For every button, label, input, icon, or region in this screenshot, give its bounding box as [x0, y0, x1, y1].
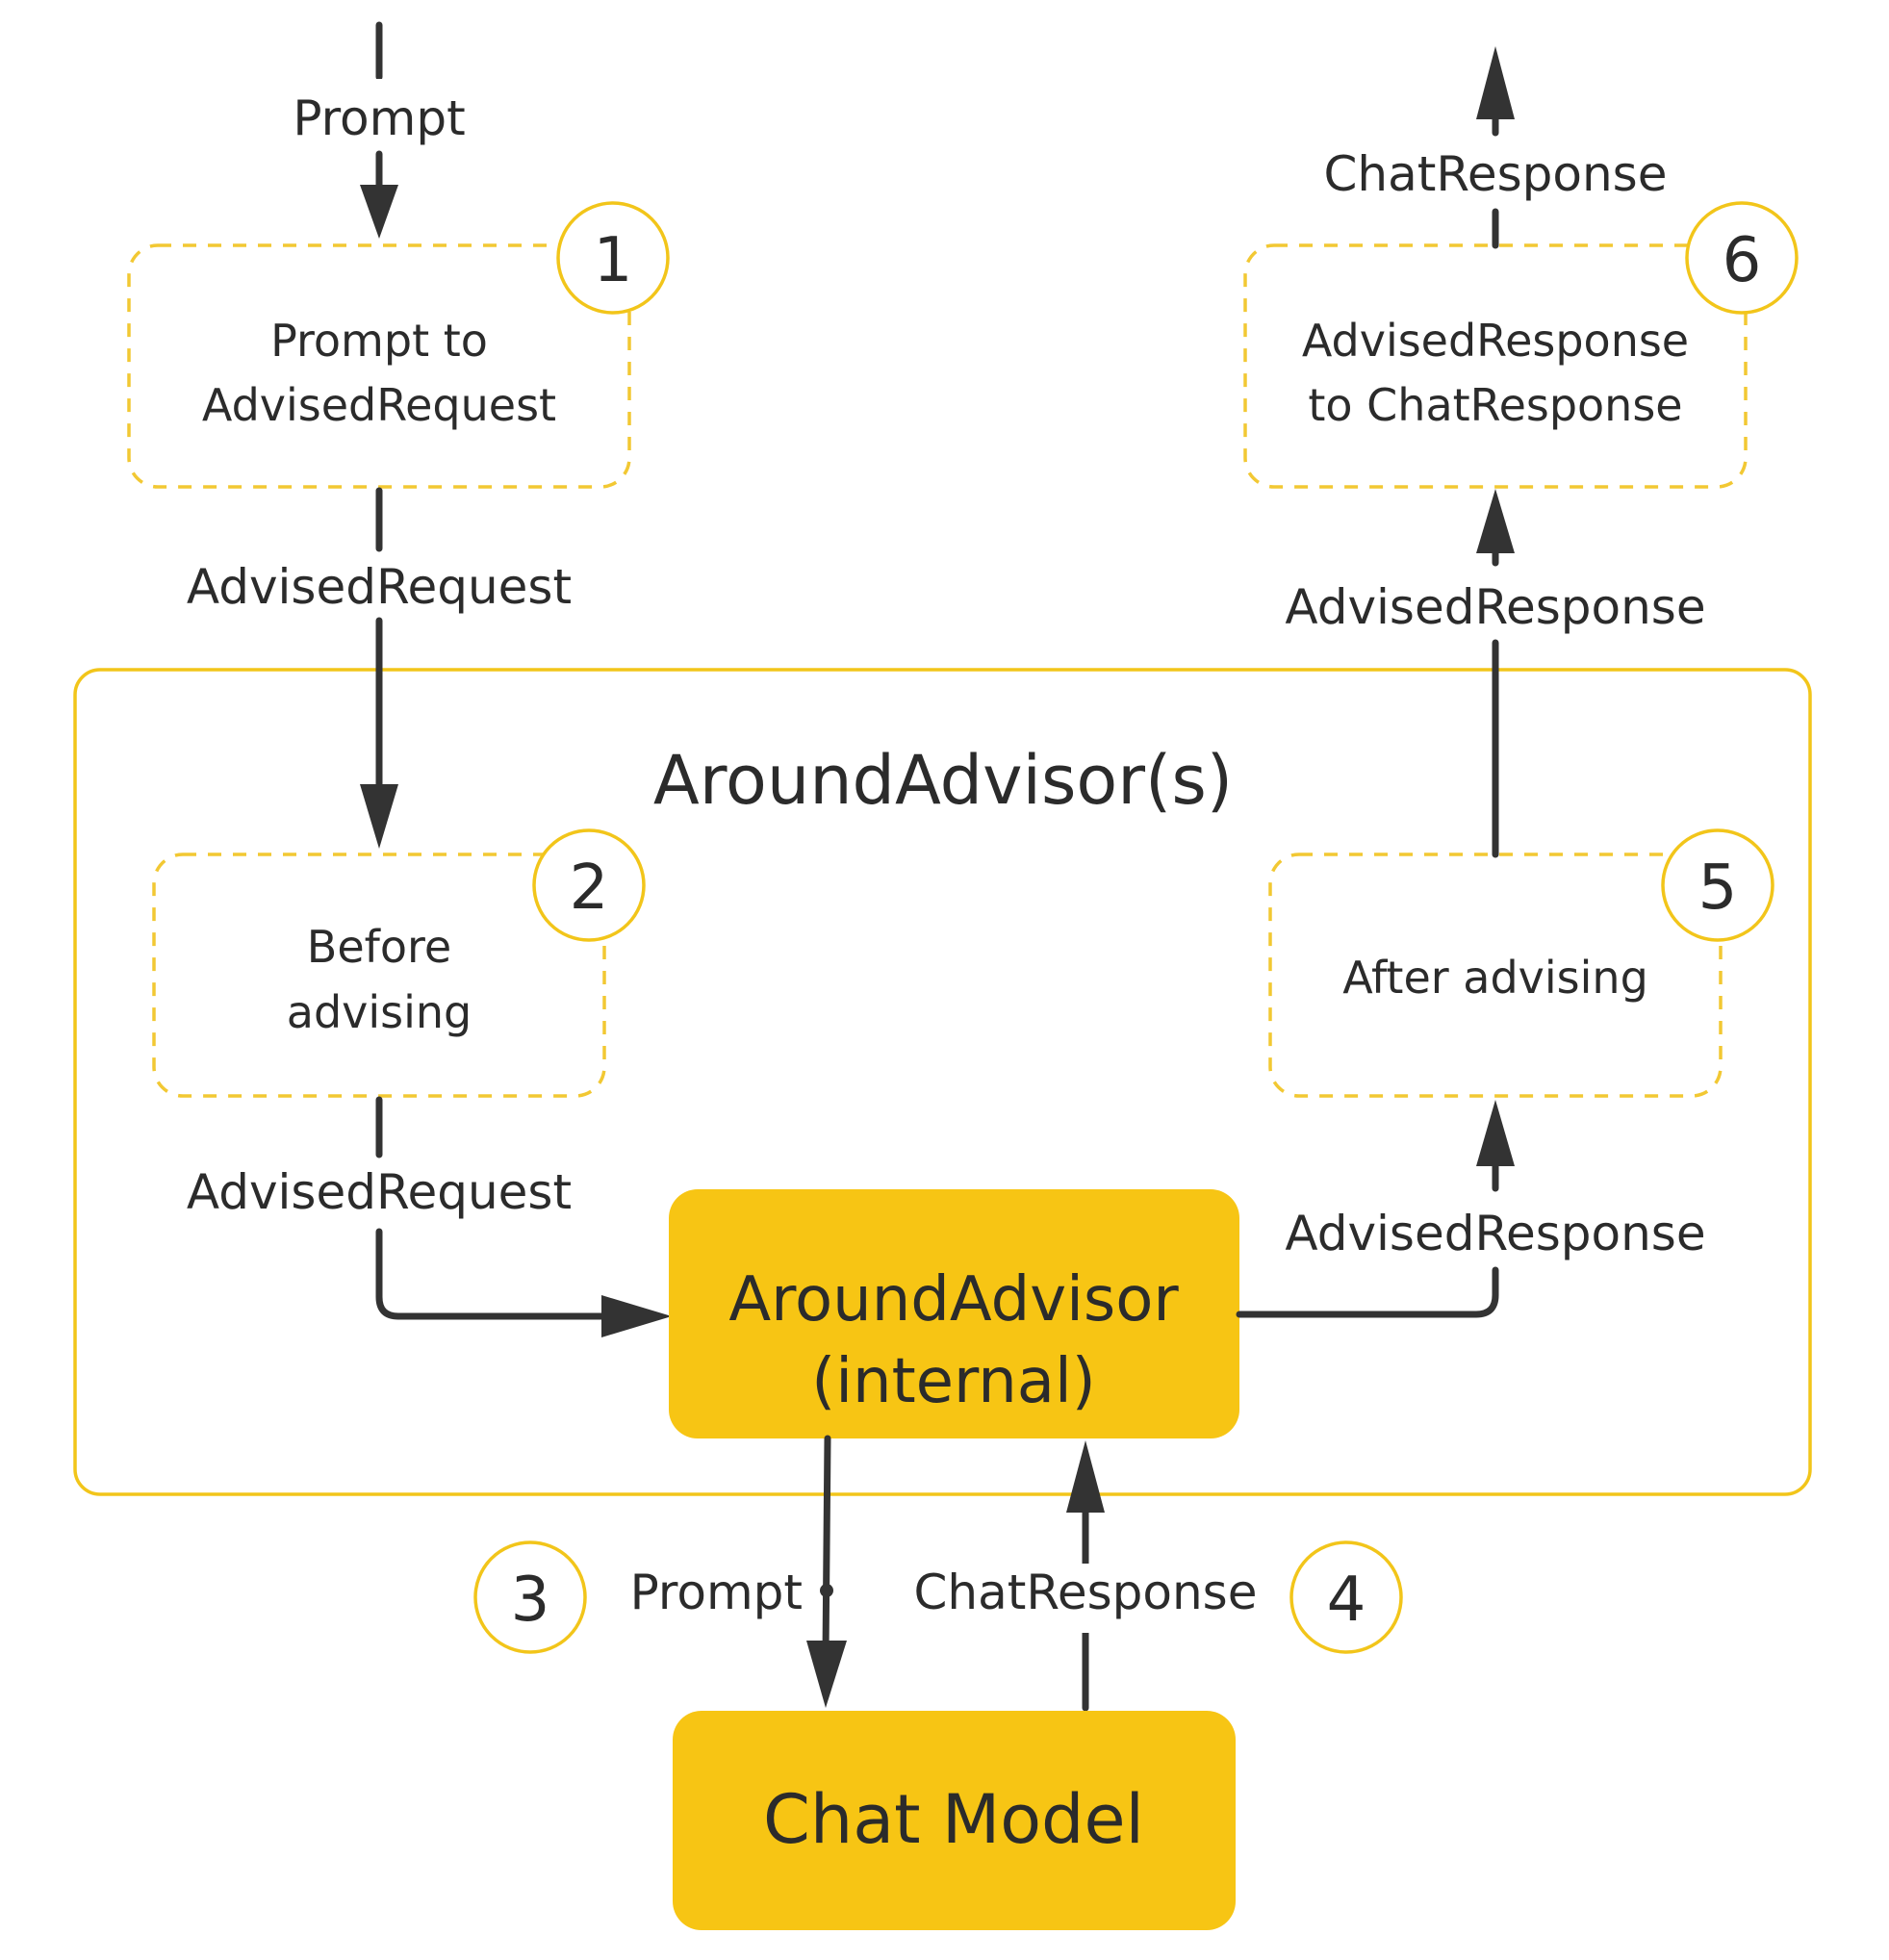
advised-response-arrow-1	[1236, 1266, 1499, 1318]
advised-response-arrowhead-1	[1476, 1100, 1515, 1166]
step-1-line2: AdvisedRequest	[202, 379, 556, 431]
step-2-line2: advising	[287, 986, 472, 1038]
internal-advisor-line2: (internal)	[811, 1346, 1096, 1417]
prompt-down-arrow	[822, 1435, 831, 1659]
incoming-prompt-label: Prompt	[293, 90, 465, 146]
step-1-badge	[556, 201, 670, 315]
incoming-prompt-label-bg	[260, 79, 500, 156]
step-5-line1: After advising	[1342, 952, 1648, 1004]
chatresponse-up-arrowhead	[1066, 1440, 1105, 1513]
advised-request-label-1: AdvisedRequest	[187, 559, 572, 615]
step-6-line1: AdvisedResponse	[1302, 315, 1689, 367]
step-1-number: 1	[594, 225, 633, 296]
step-3-badge	[473, 1540, 587, 1654]
step-2-line1: Before	[307, 921, 451, 973]
chat-model-box	[673, 1711, 1236, 1930]
advised-response-label-1: AdvisedResponse	[1285, 1206, 1705, 1261]
step-5-number: 5	[1698, 853, 1738, 924]
internal-advisor-box	[669, 1189, 1239, 1438]
step-6-badge	[1685, 201, 1799, 315]
prompt-junction-dot	[820, 1584, 833, 1597]
advised-request-arrowhead-2	[601, 1295, 672, 1337]
around-advisors-title: AroundAdvisor(s)	[653, 741, 1233, 820]
advised-request-arrow-2	[375, 1228, 631, 1320]
advised-request-arrowhead-1	[360, 784, 398, 849]
step-3-label: Prompt	[630, 1565, 803, 1620]
step-6-box	[1243, 243, 1748, 489]
outgoing-chatresponse-arrowhead	[1476, 46, 1515, 119]
step-6-line2: to ChatResponse	[1308, 379, 1682, 431]
advised-response-arrowhead-2	[1476, 489, 1515, 553]
incoming-prompt-arrowhead	[360, 185, 398, 239]
around-advisors-frame	[73, 668, 1812, 1496]
chat-model-label: Chat Model	[763, 1780, 1144, 1859]
step-1-box	[127, 243, 631, 489]
prompt-down-arrowhead	[806, 1641, 847, 1708]
chatresponse-label-bg	[914, 1564, 1259, 1633]
step-1-line1: Prompt to	[270, 315, 488, 367]
outgoing-chatresponse-label: ChatResponse	[1324, 146, 1668, 202]
step-2-box	[152, 853, 606, 1098]
step-5-badge	[1661, 828, 1774, 942]
step-4-number: 4	[1327, 1565, 1366, 1636]
advised-request-label-2: AdvisedRequest	[187, 1164, 572, 1220]
internal-advisor-line1: AroundAdvisor	[728, 1264, 1179, 1336]
step-2-number: 2	[570, 853, 609, 924]
step-6-number: 6	[1723, 225, 1762, 296]
step-5-box	[1268, 853, 1723, 1098]
step-4-label: ChatResponse	[914, 1565, 1258, 1620]
advised-response-label-2: AdvisedResponse	[1285, 579, 1705, 635]
step-3-number: 3	[511, 1565, 550, 1636]
step-2-badge	[532, 828, 646, 942]
step-4-badge	[1289, 1540, 1403, 1654]
